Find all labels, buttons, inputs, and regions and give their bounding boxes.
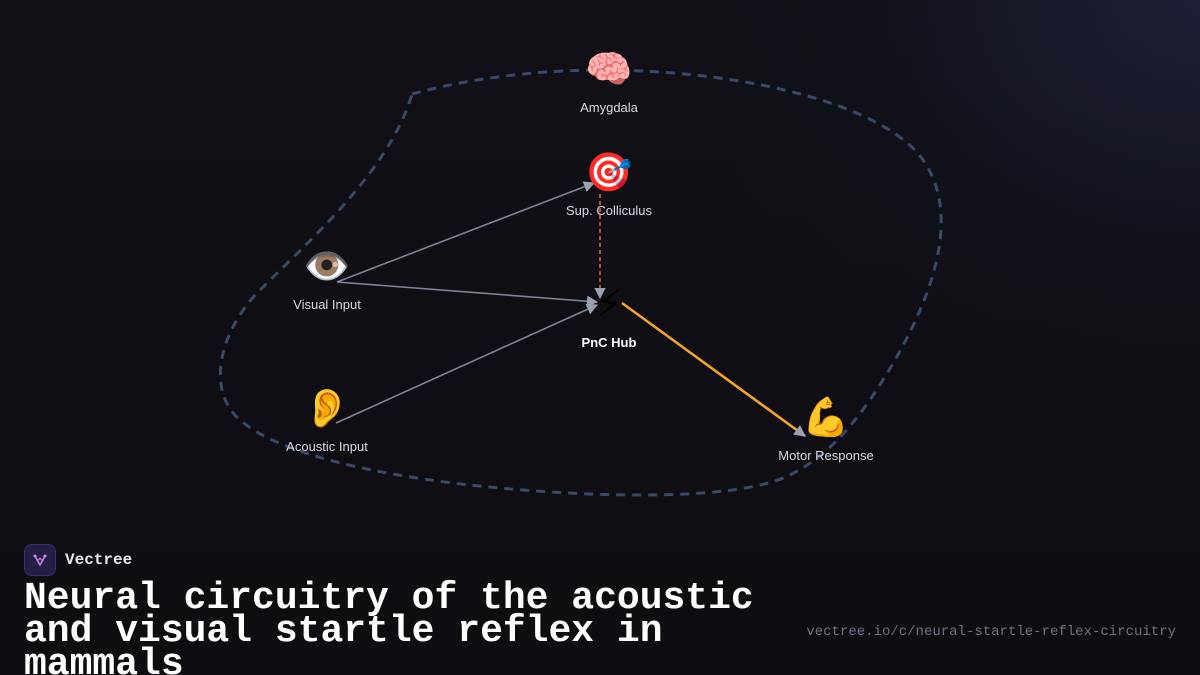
brand-name: Vectree — [65, 551, 133, 569]
edge-hub-to-motor — [621, 301, 806, 438]
brain-icon: 🧠 — [585, 47, 633, 91]
node-motor-response[interactable]: 💪 Motor Response — [746, 394, 906, 463]
edge-acoustic-to-hub — [335, 304, 599, 424]
target-icon: 🎯 — [585, 150, 633, 194]
brand[interactable]: Vectree — [24, 544, 132, 576]
node-pnc-hub[interactable]: ⚡ PnC Hub — [529, 281, 689, 350]
vectree-logo-icon — [24, 544, 56, 576]
ear-icon: 👂 — [303, 386, 351, 430]
page-title: Neural circuitry of the acoustic and vis… — [24, 577, 754, 675]
node-sup-colliculus[interactable]: 🎯 Sup. Colliculus — [529, 149, 689, 218]
node-visual-input[interactable]: 👁️ Visual Input — [247, 243, 407, 312]
source-url[interactable]: vectree.io/c/neural-startle-reflex-circu… — [806, 624, 1176, 640]
node-acoustic-input[interactable]: 👂 Acoustic Input — [247, 385, 407, 454]
circuit-boundary — [218, 68, 943, 497]
node-visual-input-label: Visual Input — [293, 297, 361, 312]
node-sup-colliculus-label: Sup. Colliculus — [566, 203, 652, 218]
lightning-icon: ⚡ — [595, 282, 623, 326]
eye-icon: 👁️ — [303, 244, 351, 288]
node-pnc-hub-label: PnC Hub — [581, 335, 637, 350]
node-acoustic-input-label: Acoustic Input — [286, 439, 368, 454]
edge-visual-to-colliculus — [336, 181, 596, 283]
flexed-biceps-icon: 💪 — [802, 395, 850, 439]
node-motor-response-label: Motor Response — [778, 448, 874, 463]
node-amygdala-label: Amygdala — [580, 100, 638, 115]
edge-visual-to-hub — [336, 281, 599, 307]
node-amygdala[interactable]: 🧠 Amygdala — [529, 46, 689, 115]
